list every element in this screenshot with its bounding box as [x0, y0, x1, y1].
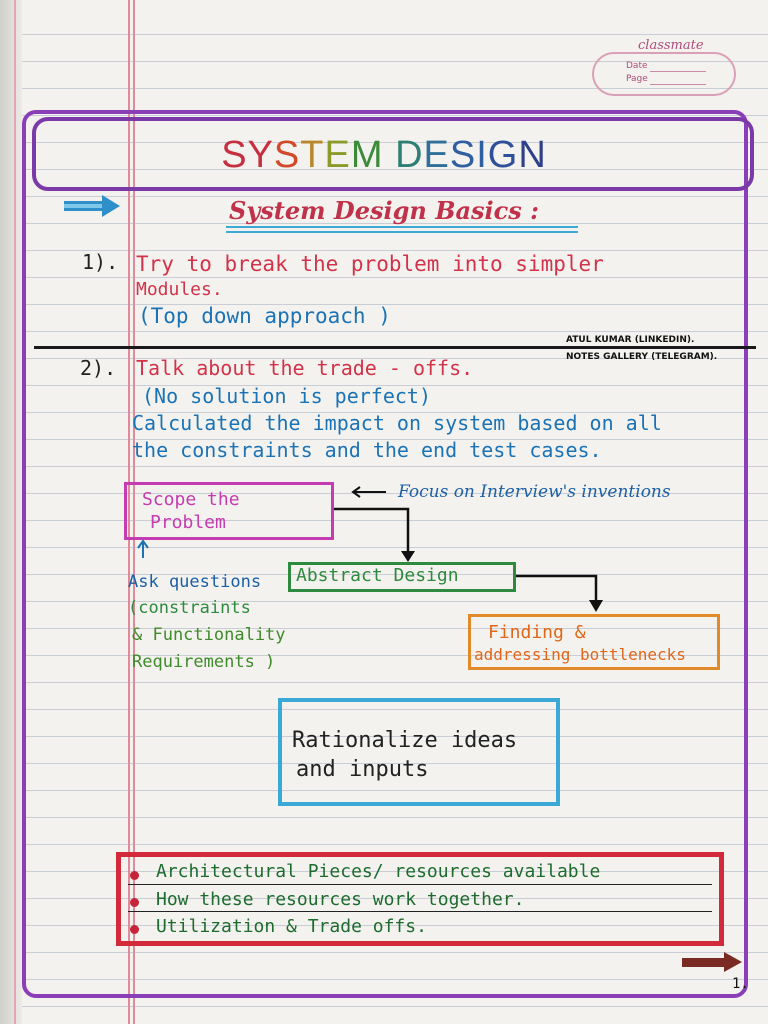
summary-underline-2 [128, 911, 712, 912]
abstract-design-box [288, 562, 516, 592]
title-box [32, 117, 754, 191]
title-letter: T [300, 134, 325, 176]
point-2-line-3: Calculated the impact on system based on… [132, 411, 662, 435]
ask-line-2: (constraints [128, 598, 251, 618]
scope-line-2: Problem [150, 512, 226, 533]
scope-line-1: Scope the [142, 489, 240, 510]
brand-stamp: classmate Date Page [590, 36, 740, 102]
finding-line-2: addressing bottlenecks [474, 645, 686, 664]
scope-problem-box [124, 482, 334, 540]
page-frame [22, 110, 748, 998]
title-letter: E [324, 134, 351, 176]
ask-line-1: Ask questions [128, 572, 262, 592]
title-letter: S [273, 134, 301, 176]
margin-line-left [128, 0, 130, 1024]
summary-box [116, 852, 724, 946]
connector-abstract-to-finding [516, 574, 603, 612]
rationalize-box [278, 698, 560, 806]
title-letter: M [350, 134, 384, 176]
title-letter [384, 134, 396, 176]
rationalize-line-2: and inputs [296, 757, 429, 782]
brand-badge-shape [592, 52, 736, 96]
rationalize-line-1: Rationalize ideas [292, 728, 518, 753]
date-rule [650, 71, 706, 72]
ask-line-4: Requirements ) [132, 652, 276, 672]
credit-line-1: ATUL KUMAR (LINKEDIN). [566, 335, 695, 345]
right-arrow-icon [64, 195, 120, 217]
subtitle-underline-top [226, 226, 578, 228]
finding-bottlenecks-box [468, 614, 720, 670]
up-arrow-icon [137, 539, 149, 558]
point-1-line-2: Modules. [136, 279, 223, 300]
finding-line-1: Finding & [488, 622, 586, 643]
point-2-line-1: Talk about the trade - offs. [136, 356, 474, 380]
margin-line-edge [14, 0, 16, 1024]
next-page-arrow-icon [682, 952, 742, 972]
title-letter: S [221, 134, 248, 176]
summary-item-3: Utilization & Trade offs. [156, 916, 427, 937]
summary-underline-1 [128, 884, 712, 885]
section-subtitle: System Design Basics : [229, 196, 539, 225]
page-title: SYSTEM DESIGN [0, 134, 768, 177]
bullet-icon [130, 871, 139, 880]
title-letter: N [518, 134, 547, 176]
page-label: Page [626, 74, 648, 84]
date-label: Date [626, 61, 648, 71]
section-divider [34, 346, 756, 349]
subtitle-underline-bottom [226, 231, 578, 233]
credit-line-2: NOTES GALLERY (TELEGRAM). [566, 352, 718, 362]
title-letter: D [395, 134, 424, 176]
brand-name: classmate [638, 38, 704, 53]
point-2-line-2: (No solution is perfect) [142, 384, 431, 408]
summary-item-1: Architectural Pieces/ resources availabl… [156, 861, 601, 882]
margin-line-right [133, 0, 135, 1024]
point-1-number: 1). [82, 250, 119, 274]
ask-line-3: & Functionality [132, 625, 286, 645]
point-2-number: 2). [80, 356, 117, 380]
connector-scope-to-abstract [334, 507, 415, 562]
abstract-design-label: Abstract Design [296, 565, 459, 586]
bullet-icon [130, 898, 139, 907]
page-binding-edge [0, 0, 22, 1024]
page-rule [650, 84, 706, 85]
point-1-line-3: (Top down approach ) [138, 304, 391, 328]
title-letter: S [449, 134, 477, 176]
title-letter: G [487, 134, 519, 176]
summary-item-2: How these resources work together. [156, 889, 525, 910]
title-letter: E [423, 134, 450, 176]
bullet-icon [130, 925, 139, 934]
point-1-line-1: Try to break the problem into simpler [136, 252, 604, 276]
focus-note: Focus on Interview's inventions [398, 482, 671, 502]
point-2-line-4: the constraints and the end test cases. [132, 438, 602, 462]
page-number: 1. [732, 976, 749, 992]
title-letter: Y [247, 134, 274, 176]
title-letter: I [476, 134, 488, 176]
left-arrow-icon [351, 486, 386, 498]
